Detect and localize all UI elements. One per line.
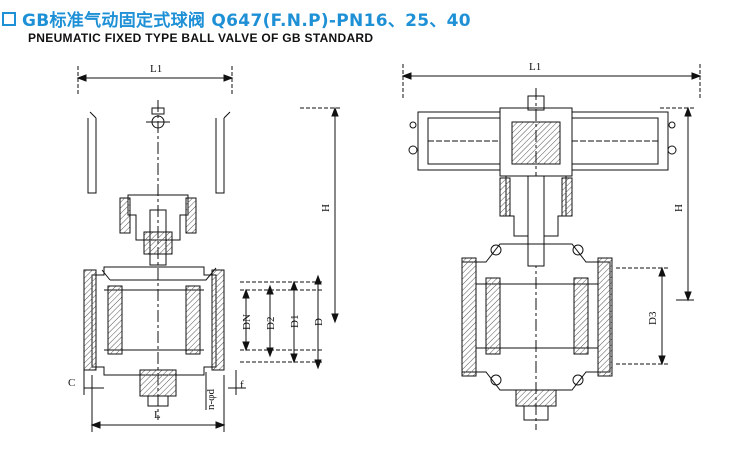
header: GB标准气动固定式球阀 Q647(F.N.P)-PN16、25、40 [2,6,471,31]
page-title: GB标准气动固定式球阀 Q647(F.N.P)-PN16、25、40 [22,11,471,31]
right-h-label: H [673,204,685,212]
left-dn-label: DN [241,314,253,330]
right-l1-label: L1 [529,61,541,73]
left-f-label: f [240,379,244,391]
left-c-label: C [68,377,75,389]
left-l1-label: L1 [150,63,162,75]
right-valve-drawing [401,64,702,430]
left-d-label: D [313,318,325,326]
left-valve-drawing [76,66,340,432]
left-l-label: L [154,409,161,421]
page-subtitle: PNEUMATIC FIXED TYPE BALL VALVE OF GB ST… [28,31,374,45]
left-d1-label: D1 [289,315,301,328]
left-n-phi-d-label: n-φd [205,388,217,410]
checkbox-icon [2,11,16,26]
left-h-label: H [320,204,332,212]
left-d2-label: D2 [265,317,277,330]
right-d3-label: D3 [647,311,659,325]
